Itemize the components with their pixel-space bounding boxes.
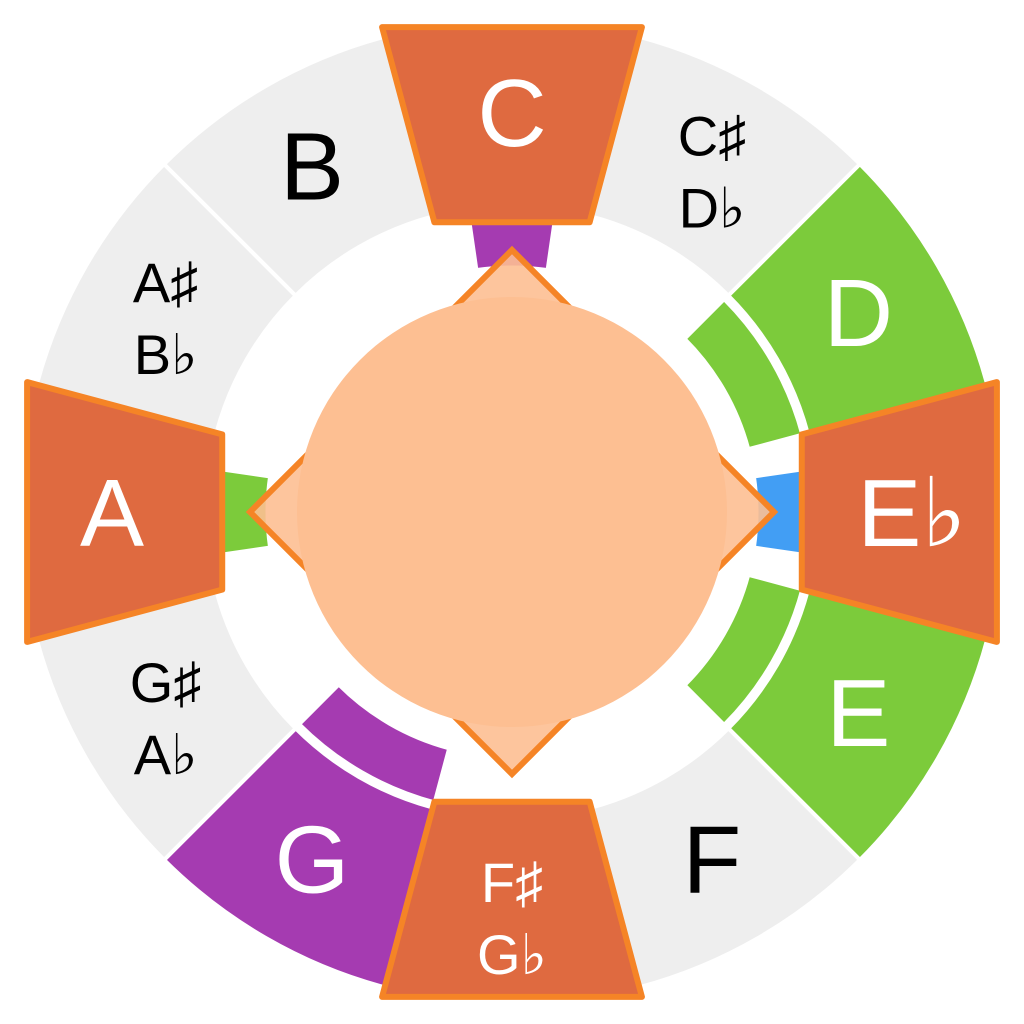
outer-note-ring — [34, 34, 990, 990]
note-label-text: B — [280, 114, 344, 221]
note-label-text: F — [683, 806, 742, 913]
interval-band-g-inner-arc — [297, 683, 451, 804]
note-label-text: A — [80, 460, 144, 567]
note-highlight-c — [379, 24, 645, 226]
note-label-text: E♭ — [857, 460, 966, 567]
note-highlight-eb — [798, 379, 1000, 645]
note-label-fs: F♯ G♭ — [477, 851, 547, 986]
note-label-d: D — [824, 260, 893, 367]
note-highlight-a — [24, 379, 226, 645]
note-label-flat: G♭ — [477, 923, 547, 986]
interval-band-d-inner-arc — [683, 297, 804, 451]
note-label-sharp: G♯ — [130, 651, 202, 714]
note-label-a: A — [80, 460, 144, 567]
note-label-f: F — [683, 806, 742, 913]
note-label-cs: C♯ D♭ — [678, 105, 746, 240]
note-label-c: C — [477, 60, 546, 167]
note-label-g: G — [275, 806, 350, 913]
chord-shape-layer — [245, 245, 779, 779]
note-label-flat: B♭ — [134, 323, 198, 386]
note-labels: C C♯ D♭ D E♭ EF F♯ G♭ G G♯ A♭ A A♯ B♭ B — [80, 60, 967, 986]
interval-band-e-inner-arc — [683, 573, 804, 727]
note-label-as: A♯ B♭ — [133, 251, 198, 386]
note-label-sharp: F♯ — [481, 851, 543, 914]
note-label-b: B — [280, 114, 344, 221]
note-label-text: G — [275, 806, 350, 913]
note-label-sharp: A♯ — [133, 251, 198, 314]
note-label-text: E — [826, 660, 890, 767]
note-label-e: E — [826, 660, 890, 767]
note-label-flat: A♭ — [134, 723, 198, 786]
note-label-text: C — [477, 60, 546, 167]
note-label-flat: D♭ — [679, 177, 746, 240]
highlighted-notes — [24, 24, 1000, 1000]
chord-center-disc — [297, 297, 727, 727]
note-label-eb: E♭ — [857, 460, 966, 567]
note-label-sharp: C♯ — [678, 105, 746, 168]
note-highlight-fs — [379, 798, 645, 1000]
note-label-text: D — [824, 260, 893, 367]
note-label-gs: G♯ A♭ — [130, 651, 202, 786]
